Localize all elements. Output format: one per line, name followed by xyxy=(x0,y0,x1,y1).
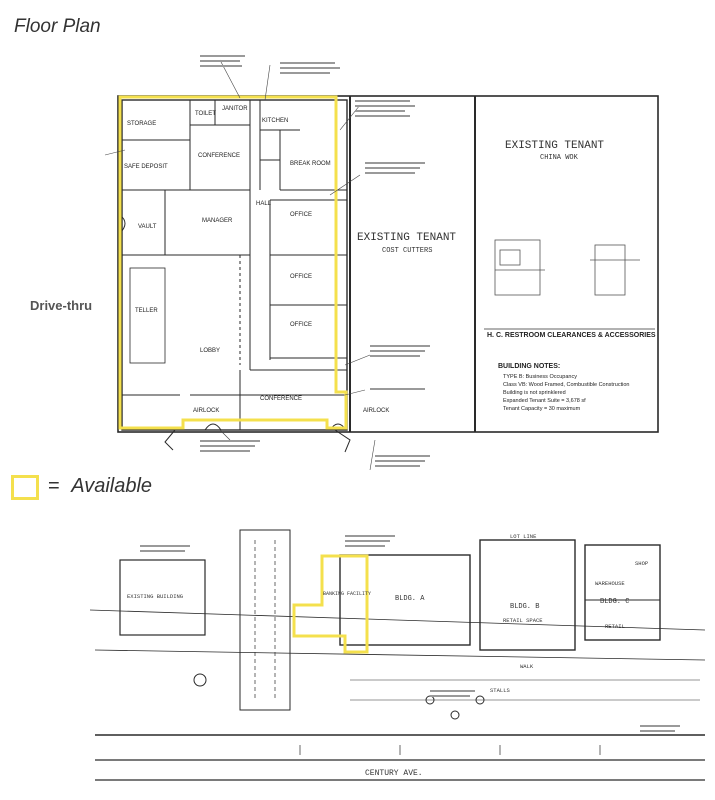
teller-counter xyxy=(129,267,166,364)
site-stalls: STALLS xyxy=(490,687,511,694)
room-office-2: OFFICE xyxy=(290,274,312,280)
tenant-cost-cutters-title: EXISTING TENANT xyxy=(357,232,456,244)
annotation-text-blocks xyxy=(200,55,430,467)
tenant-cost-cutters-sub: COST CUTTERS xyxy=(382,247,432,255)
legend-label: = Available xyxy=(48,475,152,498)
building-notes-title: BUILDING NOTES: xyxy=(498,363,560,370)
lot-line xyxy=(89,609,706,631)
site-existing-building: EXISTING BUILDING xyxy=(127,593,183,600)
drive-thru-label: Drive-thru xyxy=(30,298,93,313)
room-vault: VAULT xyxy=(138,224,157,230)
note-1: TYPE B: Business Occupancy xyxy=(503,374,577,380)
building-notes-list: TYPE B: Business Occupancy Class VB: Woo… xyxy=(503,374,629,412)
site-retail: RETAIL xyxy=(605,623,625,630)
site-shop: SHOP xyxy=(635,560,648,567)
room-break-room: BREAK ROOM xyxy=(290,161,331,167)
bldg-c-outline xyxy=(584,544,661,641)
bldg-b-outline xyxy=(479,539,576,651)
room-office-3: OFFICE xyxy=(290,322,312,328)
bldg-a-outline xyxy=(339,554,471,646)
room-janitor: JANITOR xyxy=(222,106,248,112)
note-5: Tenant Capacity = 30 maximum xyxy=(503,406,581,412)
legend-equals: = xyxy=(48,475,60,497)
restroom-title: H. C. RESTROOM CLEARANCES & ACCESSORIES xyxy=(487,332,656,339)
room-toilet: TOILET xyxy=(195,111,216,117)
room-office-1: OFFICE xyxy=(290,212,312,218)
room-storage: STORAGE xyxy=(127,121,156,127)
site-labels: BLDG. A BLDG. B BLDG. C WAREHOUSE RETAIL… xyxy=(127,533,648,778)
room-manager: MANAGER xyxy=(202,218,233,224)
dumpster-enclosure xyxy=(193,673,207,687)
bank-suite-walls xyxy=(121,99,348,431)
tenant-china-wok-sub: CHINA WOK xyxy=(540,154,579,162)
site-bldg-b: BLDG. B xyxy=(510,603,539,611)
site-lot-line: LOT LINE xyxy=(510,533,537,540)
site-banking-facility: BANKING FACILITY xyxy=(323,591,371,597)
available-highlight-floor xyxy=(118,95,348,430)
legend-available-text: Available xyxy=(71,475,153,497)
note-4: Expanded Tenant Suite = 3,678 sf xyxy=(503,398,586,404)
room-conference: CONFERENCE xyxy=(198,153,240,159)
available-highlight-site xyxy=(292,554,369,654)
room-kitchen: KITCHEN xyxy=(262,118,288,124)
room-airlock-left: AIRLOCK xyxy=(193,408,219,414)
site-bldg-c: BLDG. C xyxy=(600,598,629,606)
site-bldg-a: BLDG. A xyxy=(395,595,425,603)
tenant-china-wok-title: EXISTING TENANT xyxy=(505,140,604,152)
room-labels: STORAGE TOILET JANITOR KITCHEN CONFERENC… xyxy=(124,106,389,414)
entry-vestibule xyxy=(164,429,176,451)
room-teller: TELLER xyxy=(135,308,158,314)
drive-aisle xyxy=(239,529,291,711)
room-hall: HALL xyxy=(256,201,272,207)
page-title: Floor Plan xyxy=(14,16,101,37)
site-annotation-blocks xyxy=(140,535,680,732)
room-safe-deposit: SAFE DEPOSIT xyxy=(124,164,168,170)
note-3: Building is not sprinklered xyxy=(503,390,566,396)
annotation-leaders xyxy=(104,59,376,471)
entry-vestibule xyxy=(334,429,351,453)
legend-swatch xyxy=(11,475,39,500)
existing-building-outline xyxy=(119,559,206,636)
room-lobby: LOBBY xyxy=(200,348,220,354)
building-outline xyxy=(117,95,659,433)
site-plan xyxy=(89,529,706,781)
room-airlock-right: AIRLOCK xyxy=(363,408,389,414)
site-walk: WALK xyxy=(520,663,534,670)
floor-plan xyxy=(117,95,659,453)
room-conference-2: CONFERENCE xyxy=(260,396,302,402)
site-century-ave: CENTURY AVE. xyxy=(365,769,423,778)
door-arc xyxy=(204,423,222,431)
site-warehouse: WAREHOUSE xyxy=(595,580,625,587)
note-2: Class VB: Wood Framed, Combustible Const… xyxy=(503,382,629,388)
restroom-detail-drawings xyxy=(494,239,640,296)
site-retail-space: RETAIL SPACE xyxy=(503,617,543,624)
